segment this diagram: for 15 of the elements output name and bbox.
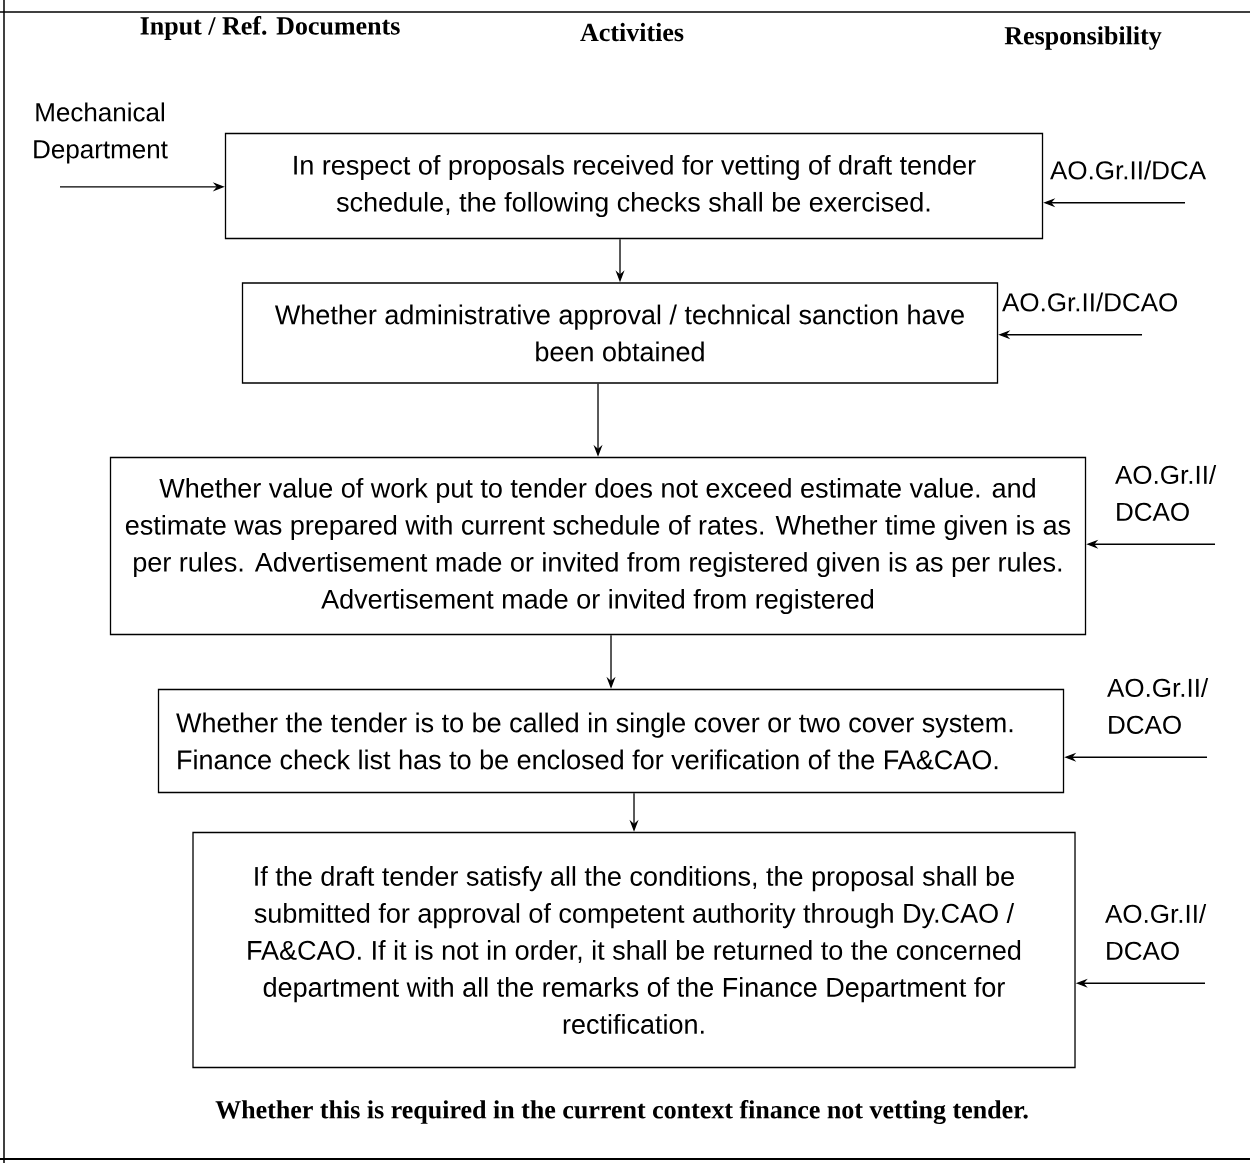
input-label: Mechanical Department xyxy=(34,102,168,164)
responsibility-label: AO.Gr.II/ DCAO xyxy=(1105,903,1207,961)
process-box: Whether administrative approval / technical sanction have been obtained xyxy=(241,282,999,384)
process-box: Whether the tender is to be called in single cover or two cover system. Finance check list has to be enclosed for verification of the FA&CAO. xyxy=(157,688,1065,794)
responsibility-label: AO.Gr.II/ DCAO xyxy=(1115,464,1217,522)
column-heading: Responsibility xyxy=(1004,26,1162,50)
process-box: If the draft tender satisfy all the conditions, the proposal shall be submitted for approval of competent authority through Dy.CAO / FA&CAO. If it is not in order, it shall be returned to the concerned department with all the remarks of the Finance Department for rectification. xyxy=(192,831,1076,1069)
responsibility-label: AO.Gr.II/ DCAO xyxy=(1107,677,1209,735)
process-box: In respect of proposals received for vetting of draft tender schedule, the following checks shall be exercised. xyxy=(224,132,1044,240)
note: Whether this is required in the current context finance not vetting tender. xyxy=(215,1100,1028,1125)
process-box: Whether value of work put to tender does not exceed estimate value. and estimate was prepared with current schedule of rates. Whether time given is as per rules. Advertisement made or invited from registered given is as per rules. Advertisement made or invited from registered xyxy=(109,456,1087,636)
responsibility-label: AO.Gr.II/DCA xyxy=(1050,160,1206,180)
column-heading: Input / Ref. Documents xyxy=(140,16,400,40)
responsibility-label: AO.Gr.II/DCAO xyxy=(1002,292,1178,312)
column-heading: Activities xyxy=(580,22,684,42)
